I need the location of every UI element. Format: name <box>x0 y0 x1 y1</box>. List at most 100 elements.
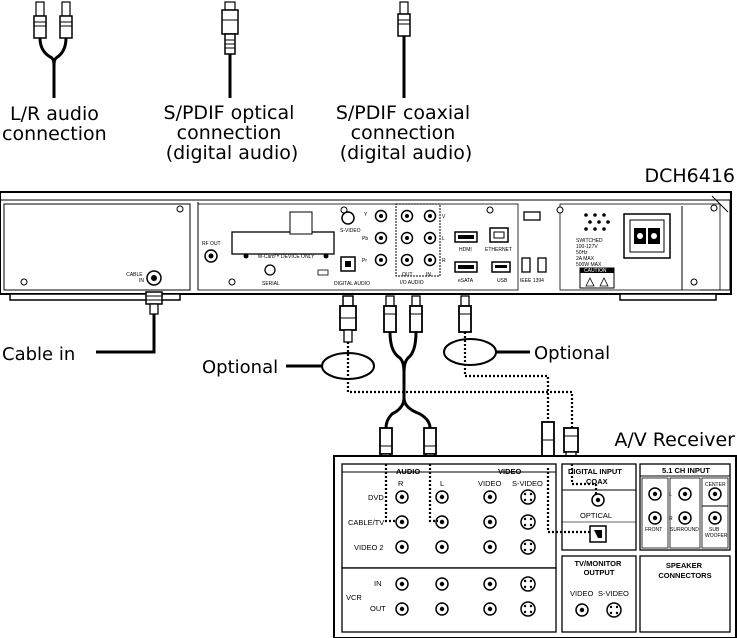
jack-center <box>399 581 405 587</box>
cable-box-rear-panel: CABLE IN RF OUT M-Card™ DEVICE ONLY SERI… <box>0 191 732 301</box>
ch-r-label: R <box>669 516 673 522</box>
optical-cable-icon <box>221 1 239 98</box>
r-label: R <box>442 258 446 264</box>
switched-label: SWITCHED 100-127V 50Hz 2A MAX 500W MAX <box>576 238 604 268</box>
surround-label: SURROUND <box>670 527 699 533</box>
optional-left-callout: Optional <box>202 357 278 378</box>
jack-center <box>399 494 405 500</box>
center-label: CENTER <box>705 482 726 488</box>
caution-label: CAUTION <box>584 268 607 274</box>
optional-ellipse-right <box>443 338 497 366</box>
jack-center <box>487 544 493 550</box>
svideo-pin <box>523 517 527 521</box>
tv-video-label: VIDEO <box>570 589 594 598</box>
tv-monitor-header: TV/MONITOR OUTPUT <box>574 559 623 577</box>
vcr-label: VCR <box>346 593 362 602</box>
ieee-label: IEEE 1394 <box>520 278 544 284</box>
optical-into-jack <box>546 468 596 534</box>
pr-label: Pr <box>362 258 367 264</box>
svideo-pin <box>523 579 527 583</box>
pb-label: Pb <box>362 236 368 242</box>
svideo-pin <box>523 492 527 496</box>
svideo-jack <box>520 601 536 617</box>
jack-center <box>487 606 493 612</box>
jack-center <box>487 581 493 587</box>
coax-label: COAX <box>586 477 608 486</box>
serial-label: SERIAL <box>262 281 280 287</box>
jack-center <box>439 544 445 550</box>
optical-label: S/PDIF optical connection (digital audio… <box>164 102 301 164</box>
tv-svideo-label: S-VIDEO <box>598 589 629 598</box>
receiver-video-header: VIDEO <box>498 467 522 476</box>
digital-input-header: DIGITAL INPUT <box>568 467 622 476</box>
svideo-pin <box>529 492 533 496</box>
svideo-pin <box>523 498 527 502</box>
row-cable-tv: CABLE/TV <box>348 518 384 527</box>
jack-center <box>399 606 405 612</box>
vcr-in-label: IN <box>374 579 382 588</box>
coaxial-label: S/PDIF coaxial connection (digital audio… <box>336 102 476 164</box>
jack-center <box>399 544 405 550</box>
receiver-title: A/V Receiver <box>614 429 735 451</box>
optical-cable-path <box>346 342 574 430</box>
vcr-out-label: OUT <box>370 604 386 613</box>
cable-in-callout: Cable in <box>2 344 75 365</box>
out-label: OUT <box>402 272 413 278</box>
svideo-jack <box>520 539 536 555</box>
svideo-jack <box>520 514 536 530</box>
hdmi-label: HDMI <box>459 247 472 253</box>
jack-center <box>439 519 445 525</box>
svideo-jack <box>520 576 536 592</box>
svideo-pin <box>529 585 533 589</box>
svideo-pin <box>523 548 527 552</box>
l-label: L <box>442 236 445 242</box>
coax-cable-path <box>463 332 550 422</box>
row-dvd: DVD <box>368 493 384 502</box>
optical-label-receiver: OPTICAL <box>580 511 612 520</box>
coaxial-cable-icon <box>397 1 411 98</box>
y-label: Y <box>364 212 368 218</box>
svideo-pin <box>529 610 533 614</box>
front-label: FRONT <box>645 527 662 533</box>
svideo-pin <box>529 523 533 527</box>
jack-center <box>399 519 405 525</box>
digital-audio-label: DIGITAL AUDIO <box>334 281 370 287</box>
device-svideo-label: S-VIDEO <box>340 228 361 234</box>
cable-in-connector-icon <box>96 291 163 354</box>
lr-cable-path-2 <box>402 331 432 429</box>
lr-left-into-jack <box>428 464 438 523</box>
cable-in-port-label: CABLE IN <box>126 272 144 284</box>
lr-plug-icon <box>383 295 423 333</box>
receiver-svideo-col: S-VIDEO <box>512 479 543 488</box>
svideo-pin <box>529 498 533 502</box>
v-label: V <box>442 214 446 220</box>
optional-right-callout: Optional <box>534 343 610 364</box>
jack-center <box>487 494 493 500</box>
jack-center <box>439 606 445 612</box>
svideo-pin <box>523 604 527 608</box>
model-label: DCH6416 <box>644 165 735 187</box>
mcard-label: M-Card™ DEVICE ONLY <box>258 254 315 260</box>
svideo-pin <box>529 604 533 608</box>
ethernet-label: ETHERNET <box>485 247 512 253</box>
svideo-pin <box>529 579 533 583</box>
ch51-header: 5.1 CH INPUT <box>662 466 710 475</box>
svideo-jack <box>520 489 536 505</box>
speaker-connectors-header: SPEAKER CONNECTORS <box>658 561 711 580</box>
subwoofer-label: SUB WOOFER <box>705 527 728 539</box>
row-video2: VIDEO 2 <box>354 543 384 552</box>
coax-into-jack <box>570 464 598 494</box>
coax-plug-icon <box>458 295 472 333</box>
svideo-pin <box>529 542 533 546</box>
lr-audio-cable-icon <box>33 1 73 98</box>
jack-center <box>439 581 445 587</box>
receiver-l-label: L <box>440 479 444 488</box>
svideo-pin <box>529 517 533 521</box>
receiver-audio-header: AUDIO <box>396 467 420 476</box>
svideo-pin <box>523 585 527 589</box>
rf-out-label: RF OUT <box>202 241 221 247</box>
receiver-video-col: VIDEO <box>478 479 502 488</box>
lr-audio-label: L/R audio connection <box>2 103 107 145</box>
jack-center <box>487 519 493 525</box>
